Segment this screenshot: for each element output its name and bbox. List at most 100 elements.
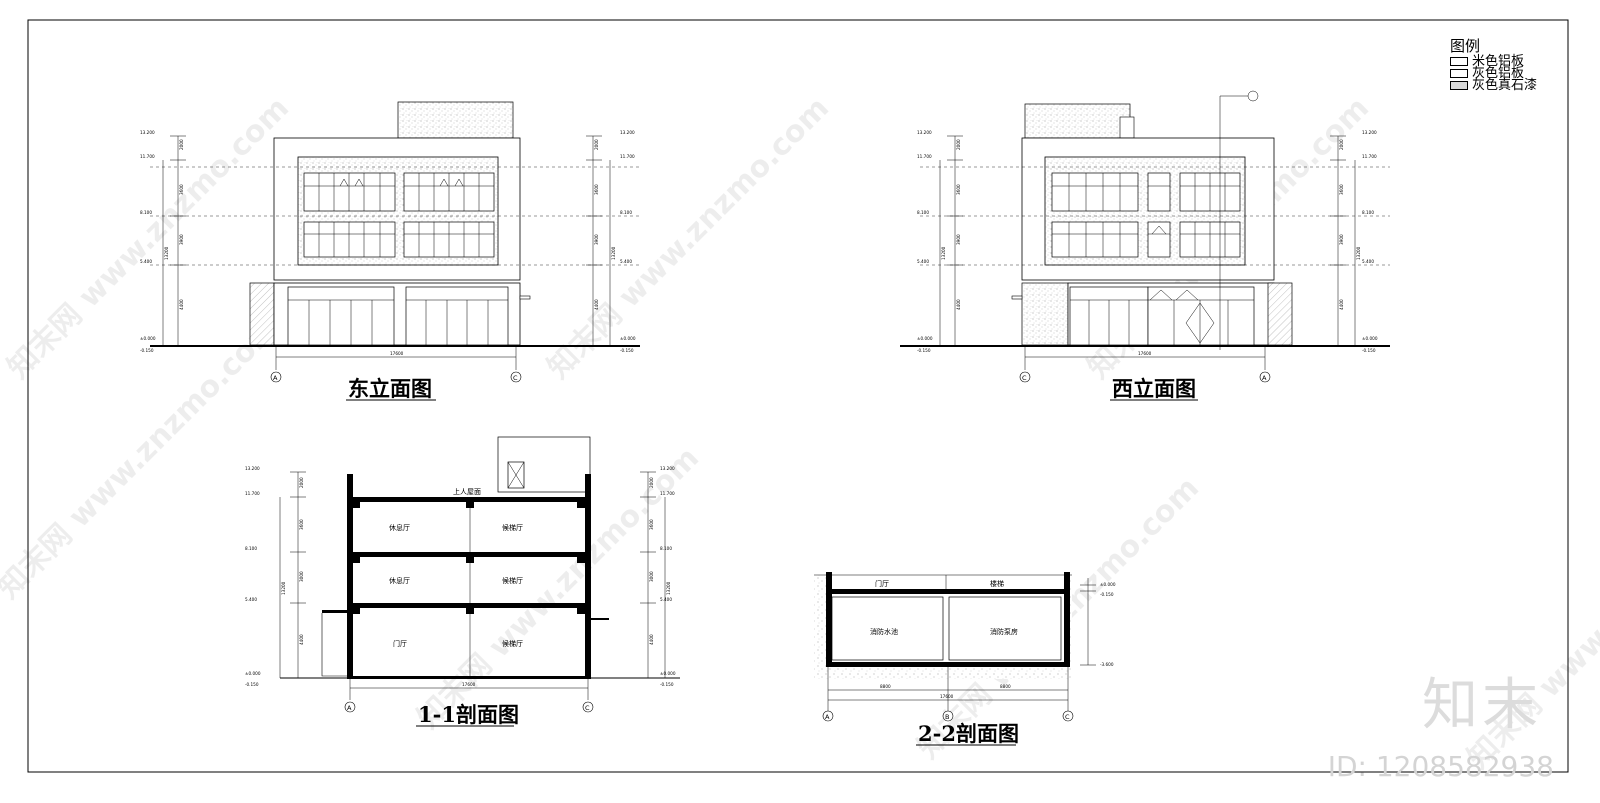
grid-axis-label: B <box>945 713 949 721</box>
level-label: 11.700 <box>660 491 675 496</box>
level-label: -0.150 <box>620 348 634 353</box>
dim-label: 2000 <box>956 139 961 150</box>
legend: 图例 米色铝板 灰色铝板 灰色真石漆 <box>1450 37 1538 93</box>
section-2-2: 门厅 楼梯 消防水池 消防泵房 ±0.000 -0.150 -3.600 880… <box>814 572 1116 746</box>
dim-label: 3600 <box>956 184 961 195</box>
asset-id: ID: 1208582938 <box>1327 750 1554 783</box>
level-label: -0.150 <box>140 348 154 353</box>
level-label: 13.200 <box>620 130 635 135</box>
room-label: 上人屋面 <box>453 487 481 496</box>
section-2-2-title: 2-2剖面图 <box>918 721 1019 746</box>
level-label: 8.100 <box>660 546 672 551</box>
level-label: 13.200 <box>660 466 675 471</box>
legend-title: 图例 <box>1450 37 1481 55</box>
legend-swatch <box>1450 68 1468 78</box>
dim-label: 8800 <box>880 684 891 689</box>
legend-swatch <box>1450 80 1468 90</box>
level-label: 5.400 <box>660 597 672 602</box>
room-label: 休息厅 <box>389 576 410 585</box>
dim-label: 4400 <box>1339 299 1344 310</box>
level-label: 8.100 <box>917 210 929 215</box>
dim-label: 3600 <box>1339 184 1344 195</box>
level-label: 8.100 <box>245 546 257 551</box>
sheet-border <box>27 19 1569 773</box>
level-label: 11.700 <box>1362 154 1377 159</box>
dim-label: 17600 <box>1138 351 1152 356</box>
room-label: 候梯厅 <box>502 523 523 532</box>
level-label: -0.150 <box>1362 348 1376 353</box>
dim-label: 13200 <box>611 246 616 260</box>
grid-axis-label: A <box>347 704 352 712</box>
level-label: ±0.000 <box>660 671 676 676</box>
dim-label: 4400 <box>179 299 184 310</box>
dim-label: 17600 <box>462 682 476 687</box>
brand-logo-text: 知末 <box>1422 673 1542 738</box>
legend-label: 灰色铝板 <box>1472 65 1525 81</box>
level-label: ±0.000 <box>1362 336 1378 341</box>
room-label: 候梯厅 <box>502 576 523 585</box>
level-label: 13.200 <box>245 466 260 471</box>
dim-label: 13200 <box>164 246 169 260</box>
level-label: 11.700 <box>620 154 635 159</box>
west-elevation: 13.200 11.700 8.100 5.400 ±0.000 -0.150 … <box>900 90 1390 401</box>
east-elevation-title: 东立面图 <box>348 376 432 401</box>
dim-label: 13200 <box>1356 246 1361 260</box>
level-label: 5.400 <box>620 259 632 264</box>
section-1-1-title: 1-1剖面图 <box>418 702 519 727</box>
dim-label: 3900 <box>179 234 184 245</box>
grid-axis-label: C <box>1065 713 1070 721</box>
level-label: 13.200 <box>917 130 932 135</box>
dim-label: 13200 <box>941 246 946 260</box>
level-label: ±0.000 <box>1100 582 1116 587</box>
dim-label: 4400 <box>956 299 961 310</box>
dim-label: 2000 <box>594 139 599 150</box>
dim-label: 3900 <box>1339 234 1344 245</box>
level-label: 8.100 <box>1362 210 1374 215</box>
level-label: 11.700 <box>245 491 260 496</box>
level-label: -0.150 <box>245 682 259 687</box>
dim-label: 3000 <box>299 571 304 582</box>
watermark: 知末网 www.znzmo.com <box>541 91 836 386</box>
dim-label: 13200 <box>281 581 286 595</box>
room-label: 休息厅 <box>389 523 410 532</box>
level-label: 11.700 <box>140 154 155 159</box>
dim-label: 8800 <box>1000 684 1011 689</box>
dim-label: 2000 <box>649 477 654 488</box>
level-label: 13.200 <box>140 130 155 135</box>
grid-axis-label: C <box>513 374 518 382</box>
room-label: 门厅 <box>875 579 889 588</box>
dim-label: 3600 <box>179 184 184 195</box>
level-label: ±0.000 <box>917 336 933 341</box>
dim-label: 3900 <box>594 234 599 245</box>
legend-swatch <box>1450 56 1468 66</box>
legend-item: 灰色铝板 <box>1450 65 1537 81</box>
legend-label: 灰色真石漆 <box>1472 77 1538 93</box>
dim-label: 3600 <box>594 184 599 195</box>
level-label: 8.100 <box>140 210 152 215</box>
dim-label: 4400 <box>594 299 599 310</box>
room-label: 楼梯 <box>990 579 1004 588</box>
legend-label: 米色铝板 <box>1472 53 1525 69</box>
grid-axis-label: A <box>1262 374 1267 382</box>
level-label: -0.150 <box>917 348 931 353</box>
dim-label: 4400 <box>649 634 654 645</box>
grid-axis-label: C <box>585 704 590 712</box>
grid-axis-label: A <box>273 374 278 382</box>
level-label: 5.400 <box>140 259 152 264</box>
legend-item: 灰色真石漆 <box>1450 77 1538 93</box>
level-label: ±0.000 <box>620 336 636 341</box>
legend-item: 米色铝板 <box>1450 53 1537 69</box>
level-label: 5.400 <box>917 259 929 264</box>
room-label: 门厅 <box>393 639 407 648</box>
dim-label: 3600 <box>299 519 304 530</box>
room-label: 消防泵房 <box>990 627 1018 636</box>
dim-label: 3000 <box>649 571 654 582</box>
dim-label: 17600 <box>940 694 954 699</box>
dim-label: 3600 <box>649 519 654 530</box>
level-label: 5.400 <box>245 597 257 602</box>
dim-label: 3900 <box>956 234 961 245</box>
level-label: ±0.000 <box>245 671 261 676</box>
dim-label: 2000 <box>299 477 304 488</box>
room-label: 候梯厅 <box>502 639 523 648</box>
dim-label: 4400 <box>299 634 304 645</box>
